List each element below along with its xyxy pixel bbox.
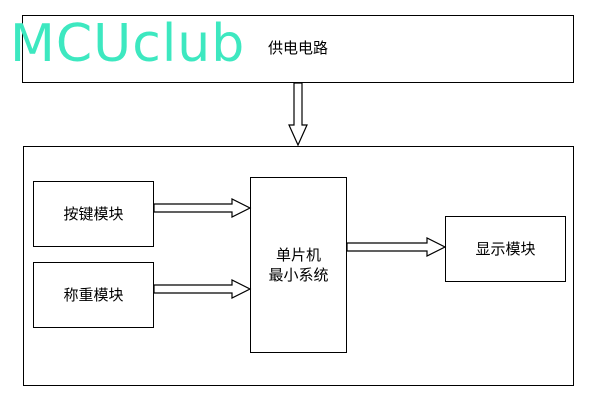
watermark-logo: MCUclub (10, 14, 246, 74)
keys-to-mcu-arrow (153, 198, 252, 218)
weighing-module-label: 称重模块 (63, 286, 124, 304)
display-module-block: 显示模块 (445, 216, 566, 282)
weigh-to-mcu-arrow (153, 279, 252, 299)
mcu-label-line1: 单片机 (275, 246, 321, 264)
power-circuit-label: 供电电路 (268, 39, 329, 57)
weighing-module-block: 称重模块 (33, 262, 154, 328)
key-module-block: 按键模块 (33, 181, 154, 247)
mcu-to-display-arrow (346, 237, 447, 257)
display-module-label: 显示模块 (475, 240, 536, 258)
key-module-label: 按键模块 (63, 205, 124, 223)
power-circuit-block (22, 15, 574, 83)
down-arrow (288, 82, 308, 147)
mcu-block: 单片机 最小系统 (250, 177, 347, 353)
mcu-label-line2: 最小系统 (268, 266, 329, 284)
